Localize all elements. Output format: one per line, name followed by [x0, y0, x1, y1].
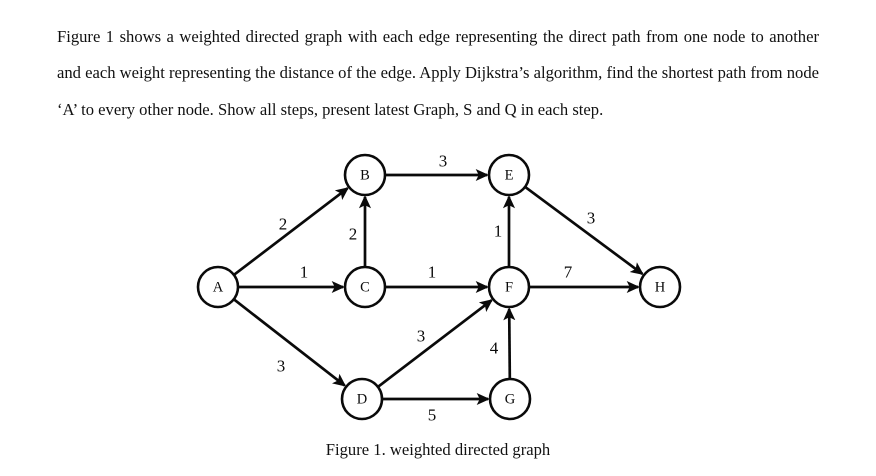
- nodes-layer: A B C D E F G H: [196, 153, 682, 421]
- edge-weight-d-g: 5: [428, 406, 437, 425]
- weighted-directed-graph-svg: 2 1 3 2 1 3 1 3 7 3 5 4 A B C D E F G H: [196, 152, 682, 425]
- node-c: C: [343, 265, 387, 309]
- edge-weight-f-e: 1: [494, 222, 503, 241]
- edge-weight-a-b: 2: [279, 215, 288, 234]
- edge-d-f: [377, 299, 494, 388]
- node-a: A: [196, 265, 240, 309]
- node-circle-g: [488, 377, 532, 421]
- node-label-f: F: [505, 280, 513, 296]
- node-label-b: B: [360, 168, 370, 184]
- node-label-h: H: [655, 280, 666, 296]
- node-b: B: [343, 153, 387, 197]
- edge-weight-a-d: 3: [277, 357, 286, 376]
- figure-caption: Figure 1. weighted directed graph: [325, 440, 551, 459]
- edge-weight-f-h: 7: [564, 263, 573, 282]
- edge-a-b: [233, 187, 350, 276]
- edge-weight-b-e: 3: [439, 152, 448, 171]
- node-circle-h: [638, 265, 682, 309]
- edge-g-f: [503, 307, 516, 379]
- edge-e-h: [524, 186, 644, 276]
- node-label-c: C: [360, 280, 370, 296]
- edge-weight-e-h: 3: [587, 209, 596, 228]
- node-circle-b: [343, 153, 387, 197]
- edges-layer: [233, 168, 644, 406]
- node-h: H: [638, 265, 682, 309]
- node-label-d: D: [357, 392, 367, 408]
- node-circle-a: [196, 265, 240, 309]
- edge-weight-labels-layer: 2 1 3 2 1 3 1 3 7 3 5 4: [277, 152, 596, 425]
- node-f: F: [487, 265, 531, 309]
- node-circle-f: [487, 265, 531, 309]
- node-circle-d: [340, 377, 384, 421]
- edge-weight-c-f: 1: [428, 263, 437, 282]
- figure-1-graph: 2 1 3 2 1 3 1 3 7 3 5 4 A B C D E F G H: [0, 140, 876, 440]
- edge-weight-g-f: 4: [490, 339, 499, 358]
- node-circle-c: [343, 265, 387, 309]
- node-label-e: E: [505, 168, 514, 184]
- node-d: D: [340, 377, 384, 421]
- edge-a-d: [233, 298, 347, 387]
- edge-weight-d-f: 3: [417, 327, 426, 346]
- edge-weight-c-b: 2: [349, 225, 358, 244]
- node-g: G: [488, 377, 532, 421]
- edge-weight-a-c: 1: [300, 263, 309, 282]
- node-label-g: G: [505, 392, 516, 408]
- node-label-a: A: [213, 280, 224, 296]
- problem-statement-text: Figure 1 shows a weighted directed graph…: [57, 26, 819, 119]
- node-circle-e: [487, 153, 531, 197]
- node-e: E: [487, 153, 531, 197]
